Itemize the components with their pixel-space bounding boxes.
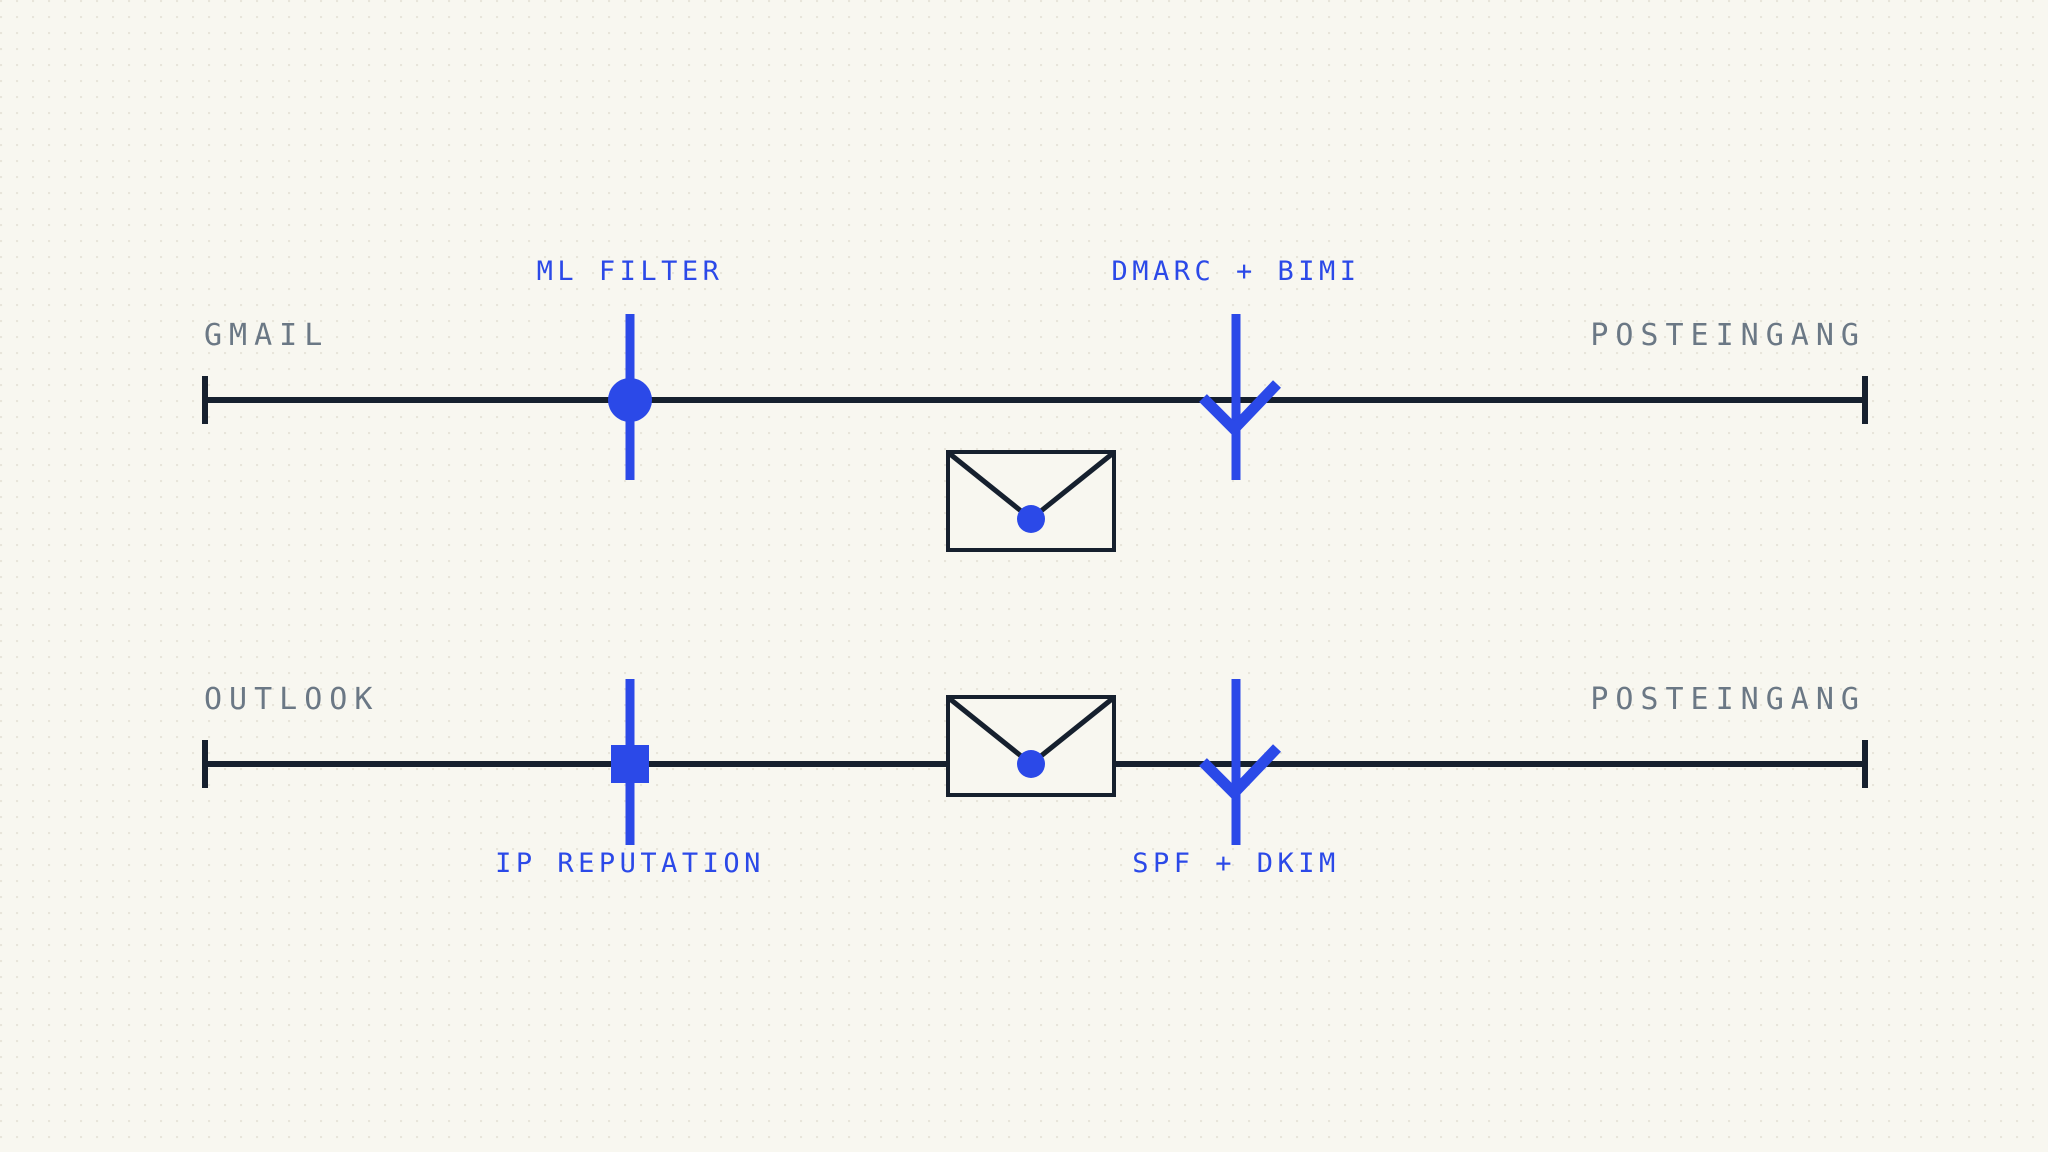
envelope-outlook	[946, 695, 1116, 797]
marker-dmarc-bimi[interactable]	[1199, 314, 1281, 480]
timeline-outlook	[202, 679, 1868, 845]
timeline-start-label-gmail: GMAIL	[204, 318, 330, 353]
square-marker-icon	[611, 745, 649, 783]
envelope-dot-icon	[1017, 750, 1045, 778]
marker-label-spf-dkim: SPF + DKIM	[1132, 848, 1340, 879]
circle-marker-icon	[608, 378, 652, 422]
envelope-gmail	[946, 450, 1116, 552]
marker-label-ml-filter: ML FILTER	[536, 256, 724, 287]
marker-spf-dkim[interactable]	[1199, 679, 1281, 845]
timeline-gmail	[202, 314, 1868, 552]
timeline-end-label-outlook: POSTEINGANG	[1590, 682, 1866, 717]
marker-label-dmarc-bimi: DMARC + BIMI	[1111, 256, 1361, 287]
check-marker-icon	[1199, 380, 1281, 437]
marker-label-ip-reputation: IP REPUTATION	[495, 848, 765, 879]
marker-ml-filter[interactable]	[608, 314, 652, 480]
marker-ip-reputation[interactable]	[611, 679, 649, 845]
envelope-body	[946, 695, 1116, 797]
envelope-body	[946, 450, 1116, 552]
timeline-start-label-outlook: OUTLOOK	[204, 682, 380, 717]
timeline-end-label-gmail: POSTEINGANG	[1590, 318, 1866, 353]
check-marker-icon	[1199, 744, 1281, 801]
envelope-dot-icon	[1017, 505, 1045, 533]
